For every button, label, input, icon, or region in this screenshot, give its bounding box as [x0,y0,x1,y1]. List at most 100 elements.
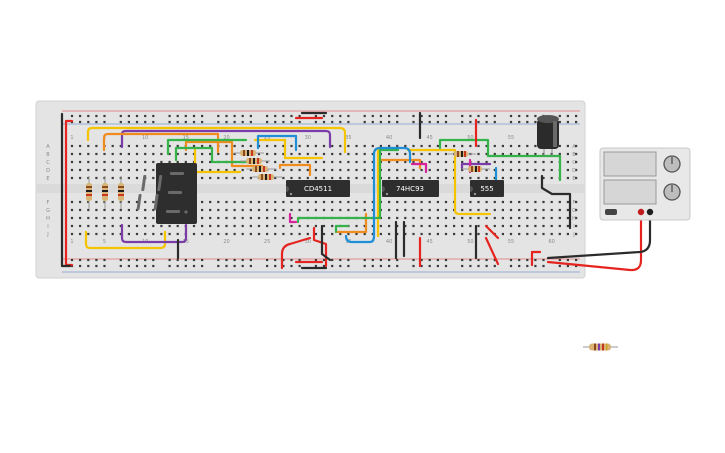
breadboard-hole[interactable] [79,176,82,180]
breadboard-hole[interactable] [371,258,374,262]
breadboard-hole[interactable] [274,208,277,212]
breadboard-hole[interactable] [420,160,423,164]
breadboard-hole[interactable] [290,144,293,148]
breadboard-hole[interactable] [461,208,464,212]
breadboard-hole[interactable] [566,160,569,164]
breadboard-hole[interactable] [298,114,301,118]
breadboard-hole[interactable] [168,264,171,268]
breadboard-hole[interactable] [152,144,155,148]
breadboard-hole[interactable] [371,168,374,172]
breadboard-hole[interactable] [314,144,317,148]
breadboard-hole[interactable] [509,216,513,220]
breadboard-hole[interactable] [542,258,545,262]
breadboard-hole[interactable] [306,232,309,236]
wire-red-low-5[interactable] [484,236,500,266]
breadboard-hole[interactable] [420,208,423,212]
breadboard-hole[interactable] [420,264,423,268]
breadboard-hole[interactable] [70,216,74,220]
breadboard-hole[interactable] [396,168,399,172]
breadboard-hole[interactable] [493,120,496,124]
breadboard-hole[interactable] [428,176,431,180]
breadboard-hole[interactable] [290,120,293,124]
breadboard-hole[interactable] [347,232,350,236]
breadboard-hole[interactable] [575,264,578,268]
breadboard-hole[interactable] [575,258,578,262]
breadboard-hole[interactable] [331,232,334,236]
breadboard-hole[interactable] [428,200,431,204]
breadboard-hole[interactable] [428,120,431,124]
breadboard-hole[interactable] [331,258,334,262]
breadboard-hole[interactable] [518,208,521,212]
breadboard-hole[interactable] [266,144,269,148]
breadboard-hole[interactable] [542,176,545,180]
breadboard-hole[interactable] [526,208,529,212]
breadboard-hole[interactable] [282,160,285,164]
breadboard-hole[interactable] [119,114,122,118]
breadboard-hole[interactable] [314,208,317,212]
breadboard-hole[interactable] [575,168,578,172]
breadboard-hole[interactable] [95,120,98,124]
breadboard-hole[interactable] [396,152,399,156]
breadboard-hole[interactable] [87,216,90,220]
breadboard-hole[interactable] [95,264,98,268]
breadboard-hole[interactable] [249,208,252,212]
breadboard-hole[interactable] [428,224,431,228]
breadboard-hole[interactable] [95,176,98,180]
breadboard-hole[interactable] [428,258,431,262]
breadboard-hole[interactable] [290,200,293,204]
breadboard-hole[interactable] [298,264,301,268]
breadboard-hole[interactable] [87,114,90,118]
breadboard-hole[interactable] [469,232,472,236]
breadboard-hole[interactable] [428,264,431,268]
breadboard-hole[interactable] [388,120,391,124]
breadboard-hole[interactable] [396,208,399,212]
breadboard-hole[interactable] [566,168,569,172]
breadboard-hole[interactable] [201,120,204,124]
breadboard-hole[interactable] [152,216,155,220]
breadboard-hole[interactable] [322,120,326,124]
breadboard-hole[interactable] [144,208,147,212]
breadboard-hole[interactable] [103,168,106,172]
breadboard-hole[interactable] [469,224,472,228]
breadboard-hole[interactable] [111,168,114,172]
breadboard-hole[interactable] [201,176,204,180]
wire-magenta-1[interactable] [288,212,298,224]
breadboard-hole[interactable] [241,224,244,228]
wire-red-supply-lead[interactable] [546,211,643,272]
breadboard-hole[interactable] [534,168,537,172]
breadboard-hole[interactable] [209,144,212,148]
breadboard-hole[interactable] [282,152,285,156]
breadboard-hole[interactable] [388,224,391,228]
breadboard-hole[interactable] [493,160,496,164]
breadboard-hole[interactable] [412,224,415,228]
breadboard-hole[interactable] [566,152,569,156]
breadboard-hole[interactable] [274,258,277,262]
breadboard-hole[interactable] [371,114,374,118]
breadboard-hole[interactable] [526,224,529,228]
breadboard-hole[interactable] [322,144,326,148]
breadboard-hole[interactable] [192,114,196,118]
wire-green-2[interactable] [174,146,248,164]
breadboard-hole[interactable] [493,176,496,180]
breadboard-hole[interactable] [371,232,374,236]
breadboard-hole[interactable] [331,264,334,268]
breadboard-hole[interactable] [201,264,204,268]
breadboard-hole[interactable] [79,200,82,204]
breadboard-hole[interactable] [534,114,537,118]
breadboard-hole[interactable] [241,120,244,124]
breadboard-hole[interactable] [404,200,407,204]
breadboard-hole[interactable] [493,200,496,204]
breadboard-hole[interactable] [566,258,569,262]
wire-black-right[interactable] [540,174,572,230]
breadboard-hole[interactable] [290,216,293,220]
breadboard-hole[interactable] [404,152,407,156]
breadboard-hole[interactable] [103,152,106,156]
breadboard-hole[interactable] [363,208,366,212]
breadboard-hole[interactable] [396,232,399,236]
breadboard-hole[interactable] [339,264,342,268]
breadboard-hole[interactable] [144,216,147,220]
breadboard-hole[interactable] [241,258,244,262]
breadboard-hole[interactable] [241,200,244,204]
breadboard-hole[interactable] [493,258,496,262]
resistor-icon[interactable] [246,166,276,172]
